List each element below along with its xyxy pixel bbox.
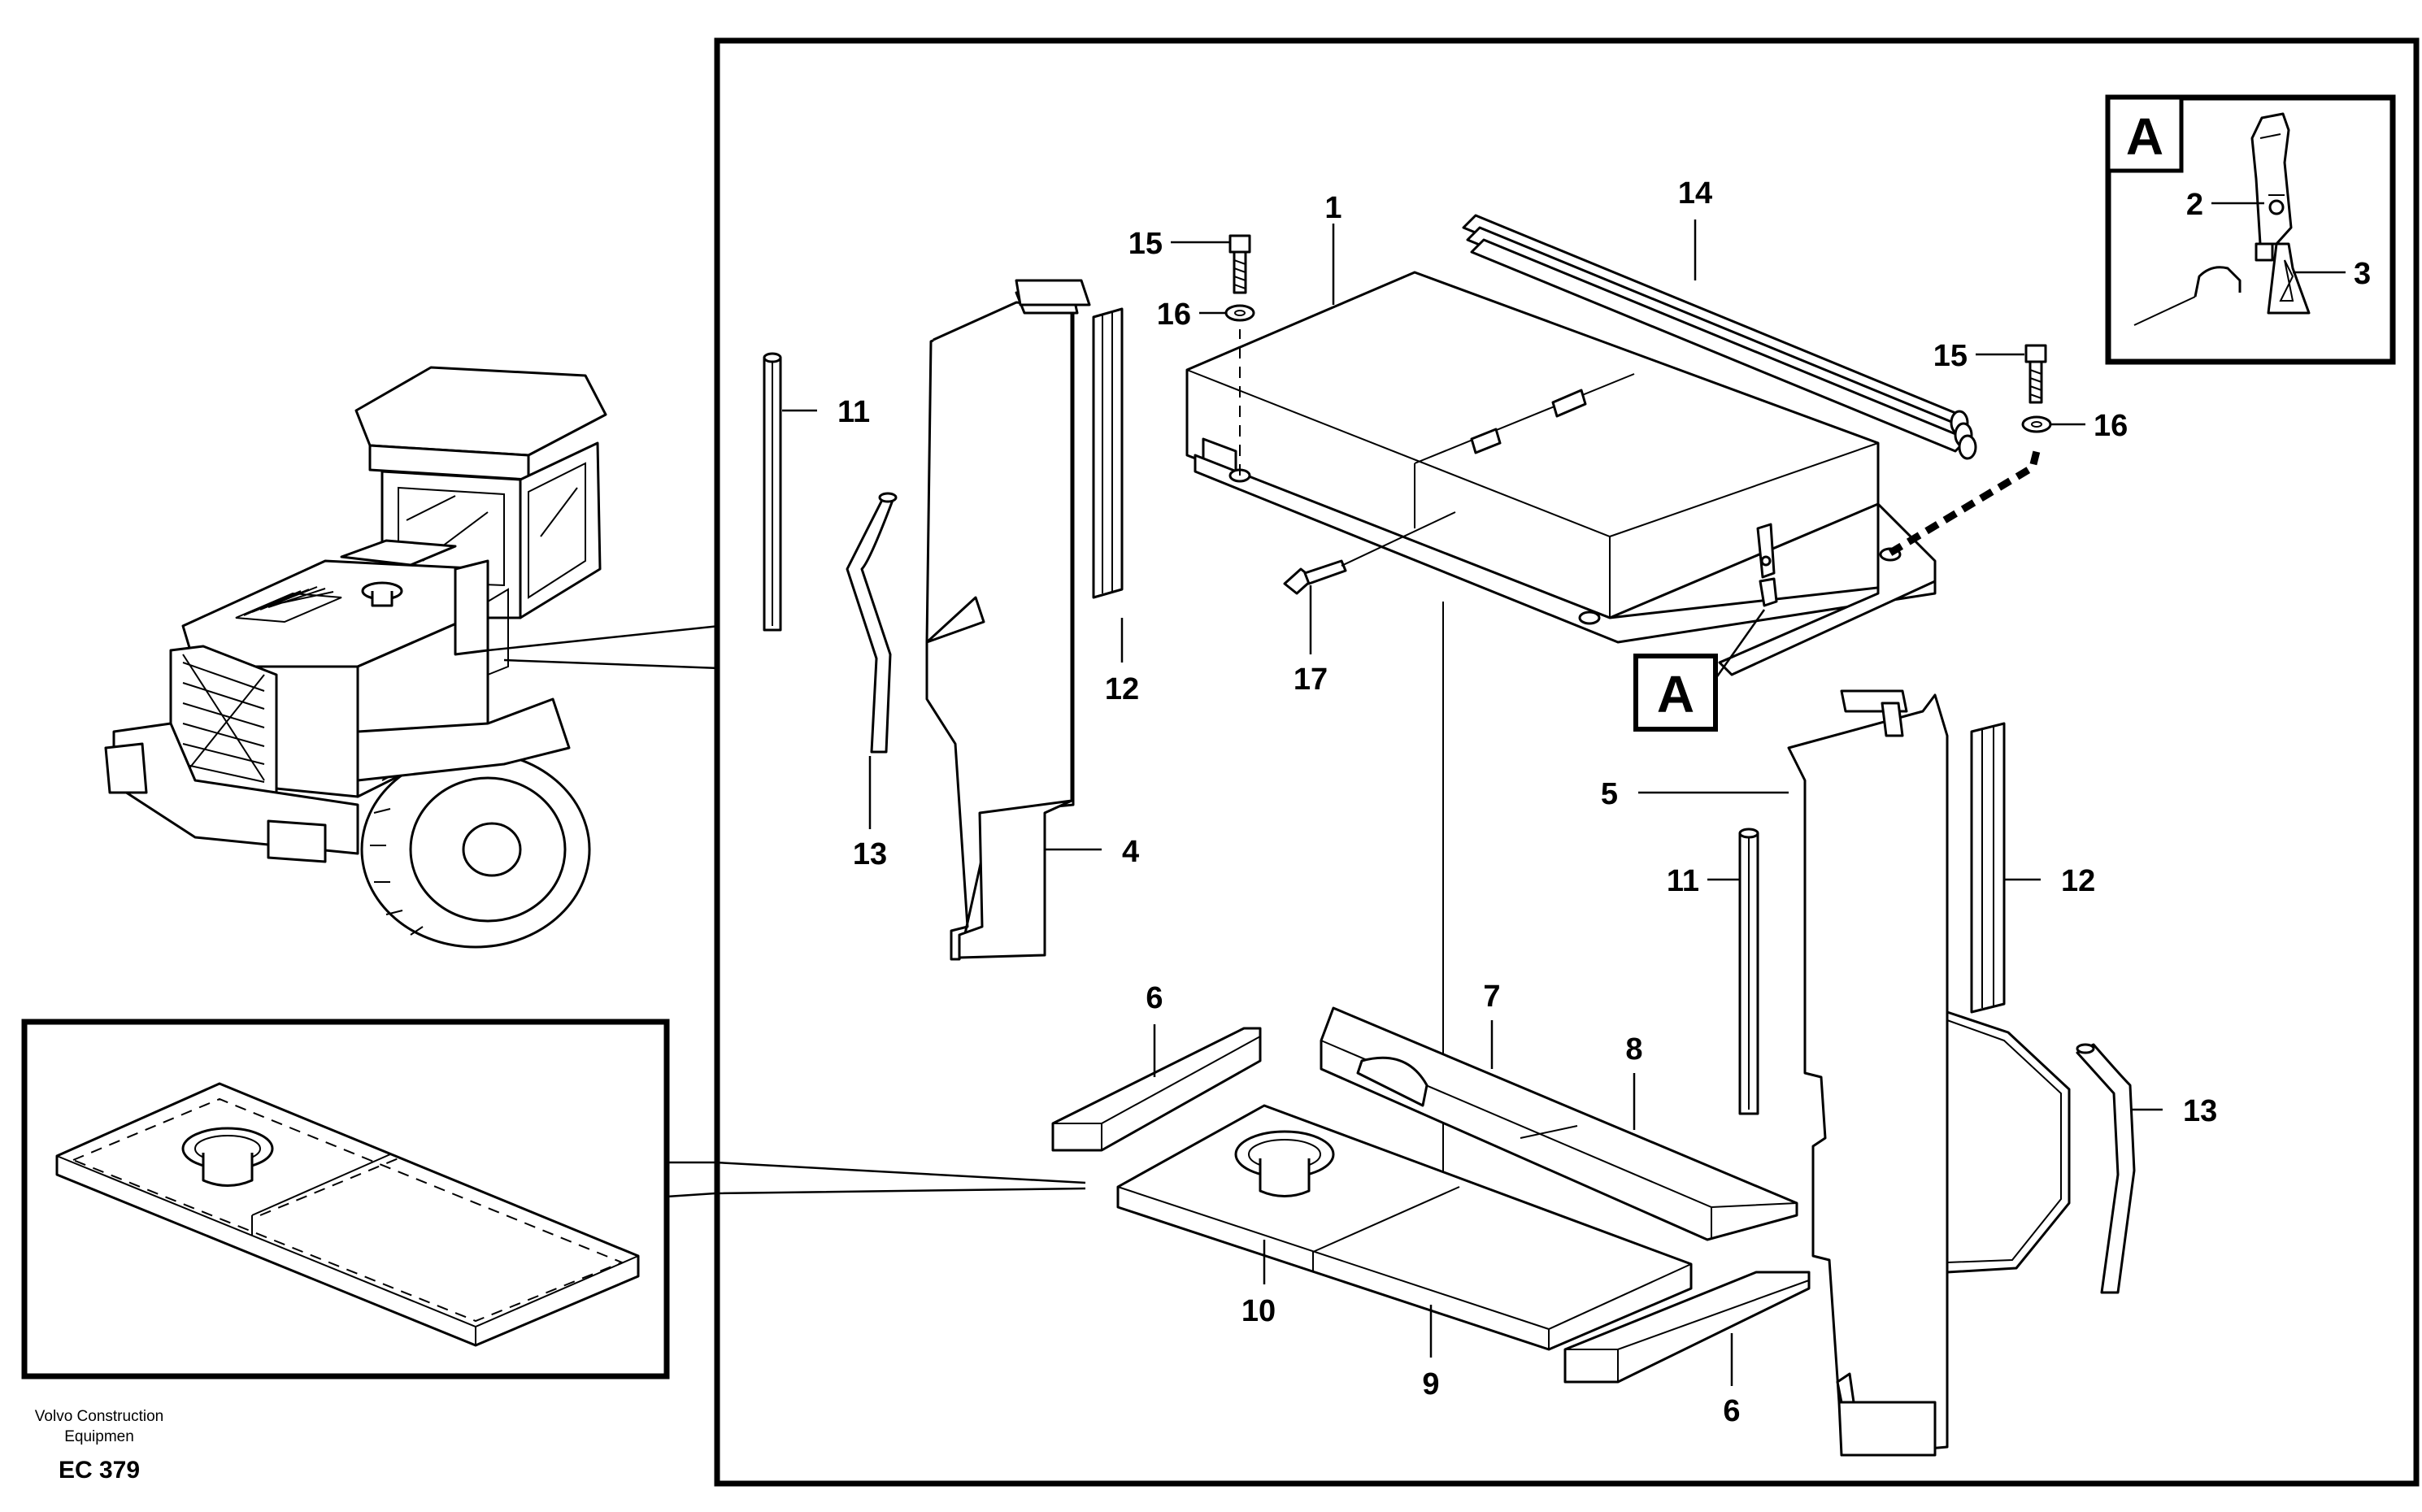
callout-3: 3 xyxy=(2354,257,2371,291)
bolt-15-left xyxy=(1228,234,1251,294)
side-panel-5 xyxy=(1787,689,2071,1457)
callout-10: 10 xyxy=(1241,1294,1276,1328)
screw-17 xyxy=(1283,511,1456,595)
footer-company-line2: Equipmen xyxy=(64,1428,134,1445)
detail-a-pointer xyxy=(1714,609,1766,680)
detail-a-label-box xyxy=(2106,95,2184,173)
callout-2: 2 xyxy=(2186,188,2203,222)
callout-4: 4 xyxy=(1122,835,1139,869)
seal-12-right xyxy=(1970,722,2006,1014)
main-frame xyxy=(714,37,2420,1487)
strip-6-upper xyxy=(1051,1027,1262,1152)
callout-5: 5 xyxy=(1601,777,1618,811)
inset-pointer-lower xyxy=(666,1187,1086,1198)
callout-8: 8 xyxy=(1625,1032,1642,1067)
seal-11-left xyxy=(763,352,782,632)
callout-6-lower: 6 xyxy=(1723,1394,1740,1428)
callout-13-right: 13 xyxy=(2183,1094,2217,1128)
callout-16-right: 16 xyxy=(2094,409,2128,443)
detail-a-ref-box xyxy=(1633,654,1718,732)
washer-16-left xyxy=(1224,304,1255,322)
callout-7: 7 xyxy=(1483,980,1500,1014)
overview-pointer-upper xyxy=(487,624,720,652)
callout-12-left: 12 xyxy=(1105,672,1139,706)
wheel-loader-overview xyxy=(104,366,607,949)
footer-drawing-code: EC 379 xyxy=(59,1457,140,1484)
washer-16-right xyxy=(2021,415,2052,433)
callout-1: 1 xyxy=(1324,191,1341,225)
callout-16-left: 16 xyxy=(1157,298,1191,332)
overview-pointer-lower xyxy=(503,658,720,670)
callout-9: 9 xyxy=(1422,1367,1439,1401)
inset-floor-panel xyxy=(55,1082,640,1347)
detail-a-ref-label: A xyxy=(1657,665,1694,723)
floor-plate-9-10 xyxy=(1116,1104,1693,1351)
callout-14: 14 xyxy=(1678,176,1712,211)
callout-11-left: 11 xyxy=(837,395,870,429)
detail-a-label: A xyxy=(2126,107,2163,166)
callout-11-right: 11 xyxy=(1667,864,1699,898)
bolt-15-right xyxy=(2024,344,2047,404)
callout-13-left: 13 xyxy=(853,837,887,871)
callout-17: 17 xyxy=(1294,663,1328,697)
detail-a-frame xyxy=(2105,94,2396,365)
inset-frame xyxy=(21,1019,670,1379)
leader-lines xyxy=(782,202,2346,1386)
inset-pointer-upper xyxy=(667,1161,1086,1184)
callout-6-upper: 6 xyxy=(1146,981,1163,1015)
bolt-path-right xyxy=(1888,450,2041,556)
trim-7-8 xyxy=(1320,1006,1798,1241)
side-panel-4 xyxy=(925,279,1091,961)
callout-15-left: 15 xyxy=(1128,227,1163,261)
seal-13-right xyxy=(2076,1043,2136,1294)
callout-12-right: 12 xyxy=(2061,864,2095,898)
seal-11-right xyxy=(1738,828,1759,1115)
footer-company-line1: Volvo Construction xyxy=(35,1408,163,1425)
latch-detail xyxy=(2133,112,2311,326)
callout-15-right: 15 xyxy=(1933,339,1968,373)
seal-12-left xyxy=(1092,307,1124,599)
strip-6-lower xyxy=(1563,1271,1811,1384)
rubber-strip-14 xyxy=(1462,214,1977,460)
cover-box-1 xyxy=(1185,271,1937,676)
seal-13-left xyxy=(846,492,898,754)
